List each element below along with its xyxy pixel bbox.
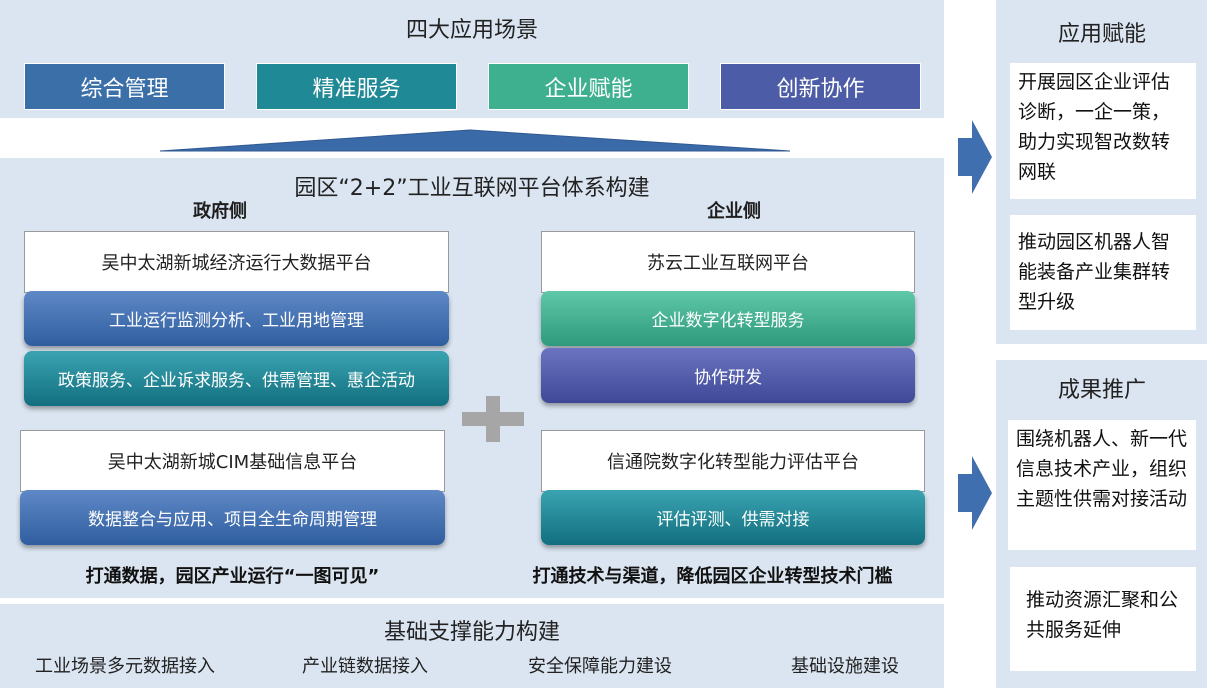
empower-item-diagnosis: 开展园区企业评估诊断，一企一策，助力实现智改数转网联	[1010, 63, 1196, 199]
system-title: 园区“2+2”工业互联网平台体系构建	[294, 176, 650, 201]
ent-service-collab-rd: 协作研发	[541, 348, 915, 403]
scenes-title: 四大应用场景	[405, 18, 538, 43]
scene-innovation-collab: 创新协作	[720, 63, 921, 110]
gov-cim-platform: 吴中太湖新城CIM基础信息平台	[20, 430, 445, 492]
gov-service-data-integration: 数据整合与应用、项目全生命周期管理	[20, 490, 445, 545]
ent-service-evaluation: 评估评测、供需对接	[541, 490, 925, 545]
up-triangle-divider	[159, 129, 791, 152]
arrow-right-icon-lower	[958, 456, 992, 530]
ent-caict-platform: 信通院数字化转型能力评估平台	[541, 430, 925, 492]
enterprise-side-heading: 企业侧	[707, 201, 761, 222]
ent-suyun-platform: 苏云工业互联网平台	[541, 231, 915, 293]
scene-enterprise-empower: 企业赋能	[488, 63, 689, 110]
plus-icon	[462, 396, 524, 442]
foundation-item-chain-data: 产业链数据接入	[302, 656, 428, 677]
foundation-title: 基础支撑能力构建	[383, 620, 560, 645]
scene-integrated-management: 综合管理	[24, 63, 225, 110]
arrow-right-icon-upper	[958, 120, 992, 194]
gov-side-heading: 政府侧	[193, 201, 247, 222]
promote-title: 成果推广	[1057, 378, 1146, 403]
ent-service-digital-transform: 企业数字化转型服务	[541, 291, 915, 346]
empower-item-robotics: 推动园区机器人智能装备产业集群转型升级	[1010, 215, 1196, 330]
empower-title: 应用赋能	[1057, 22, 1146, 47]
gov-service-monitoring: 工业运行监测分析、工业用地管理	[24, 291, 449, 346]
promote-item-resources: 推动资源汇聚和公共服务延伸	[1010, 567, 1196, 671]
foundation-item-scene-data: 工业场景多元数据接入	[35, 656, 215, 677]
foundation-item-security: 安全保障能力建设	[528, 656, 672, 677]
gov-bigdata-platform: 吴中太湖新城经济运行大数据平台	[24, 231, 449, 293]
foundation-panel	[0, 604, 944, 688]
gov-service-policy: 政策服务、企业诉求服务、供需管理、惠企活动	[24, 351, 449, 406]
promote-item-matchmaking: 围绕机器人、新一代信息技术产业，组织主题性供需对接活动	[1008, 420, 1196, 550]
foundation-item-infrastructure: 基础设施建设	[791, 656, 899, 677]
enterprise-slogan: 打通技术与渠道，降低园区企业转型技术门槛	[532, 566, 893, 587]
gov-slogan: 打通数据，园区产业运行“一图可见”	[85, 566, 380, 587]
scene-precise-service: 精准服务	[256, 63, 457, 110]
